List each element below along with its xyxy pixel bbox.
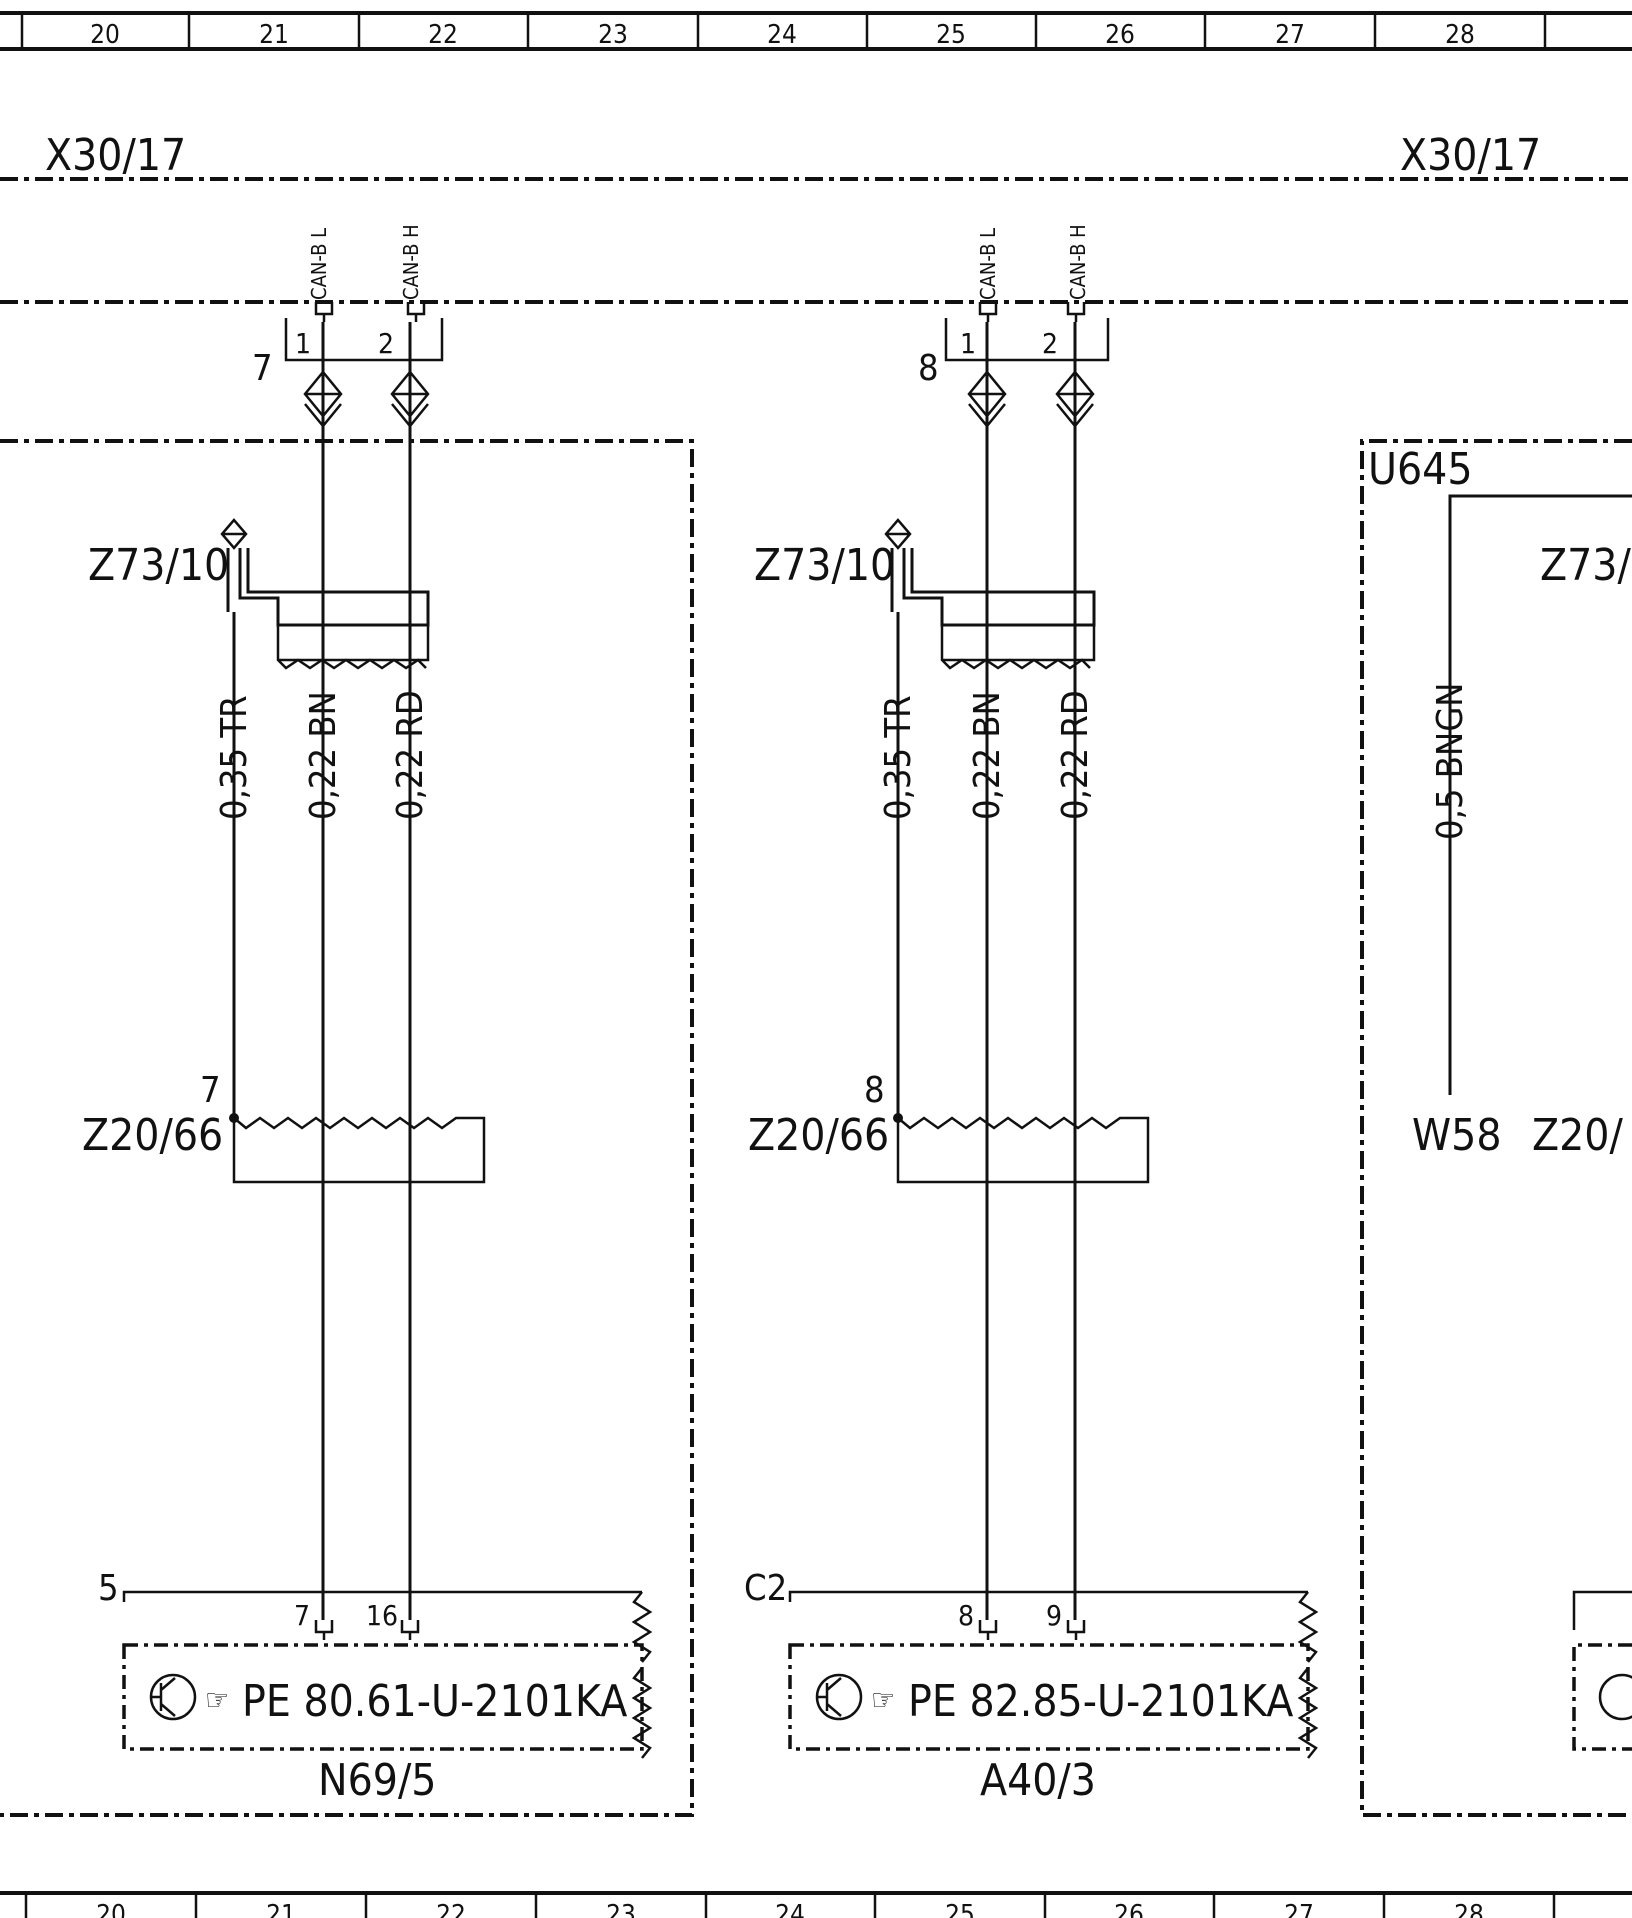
ruler-top-23: 23 <box>598 20 628 50</box>
ruler-bottom-25: 25 <box>945 1900 975 1918</box>
can-b-l-label: CAN-B L <box>307 228 331 300</box>
ruler-bottom-27: 27 <box>1284 1900 1314 1918</box>
ruler-bottom-21: 21 <box>266 1900 296 1918</box>
ruler-top-26: 26 <box>1105 20 1135 50</box>
module-connector: 5 <box>98 1568 119 1609</box>
module-reference: PE 82.85-U-2101KA <box>908 1676 1293 1727</box>
ruler-top-24: 24 <box>767 20 797 50</box>
splice-z20-66: Z20/66 <box>748 1110 889 1161</box>
ruler-bottom-20: 20 <box>96 1900 126 1918</box>
pin-1-label: 1 <box>960 327 976 360</box>
connector-number: 8 <box>918 348 939 389</box>
bus-label-left: X30/17 <box>45 130 186 181</box>
box-label-u645: U645 <box>1368 444 1473 495</box>
wire-rd-label: 0,22 RD <box>1055 690 1096 820</box>
pointing-hand-icon: ☞ <box>871 1683 895 1718</box>
wire-bngn-label: 0,5 BNGN <box>1430 682 1471 840</box>
connector-number: 7 <box>252 348 273 389</box>
module-id-a40-3: A40/3 <box>980 1755 1096 1806</box>
module-id-n69-5: N69/5 <box>318 1755 437 1806</box>
splice-number: 8 <box>864 1070 885 1111</box>
ruler-bottom-28: 28 <box>1454 1900 1484 1918</box>
wire-rd-label: 0,22 RD <box>390 690 431 820</box>
bottom-ruler: 20 21 22 23 24 25 26 27 28 <box>0 1891 1632 1918</box>
splice-z20-66: Z20/66 <box>82 1110 223 1161</box>
can-b-h-label: CAN-B H <box>399 224 423 300</box>
module-connector: C2 <box>744 1568 787 1609</box>
splice-z73-partial: Z73/ <box>1540 540 1631 591</box>
branch-n69-5: CAN-B L CAN-B H 1 2 7 Z73/10 0,35 TR 0,2… <box>0 224 694 1817</box>
ruler-top-21: 21 <box>259 20 289 50</box>
pin-b-label: 16 <box>366 1599 398 1632</box>
transistor-icon <box>149 1673 197 1721</box>
can-b-l-label: CAN-B L <box>976 228 1000 300</box>
ruler-bottom-26: 26 <box>1114 1900 1144 1918</box>
ruler-bottom-22: 22 <box>436 1900 466 1918</box>
splice-z73-10: Z73/10 <box>754 540 895 591</box>
pin-b-label: 9 <box>1046 1599 1062 1632</box>
pin-a-label: 7 <box>294 1599 310 1632</box>
splice-z20-partial: Z20/ <box>1532 1110 1623 1161</box>
pin-1-label: 1 <box>295 327 311 360</box>
wire-tr-label: 0,35 TR <box>214 695 255 820</box>
ruler-top-28: 28 <box>1445 20 1475 50</box>
bus-label-right: X30/17 <box>1400 130 1541 181</box>
pin-2-label: 2 <box>378 327 394 360</box>
ruler-bottom-24: 24 <box>775 1900 805 1918</box>
ruler-bottom-23: 23 <box>606 1900 636 1918</box>
branch-u645: U645 Z73/ 0,5 BNGN W58 Z20/ <box>1360 439 1632 1817</box>
ruler-top-27: 27 <box>1275 20 1305 50</box>
wire-tr-label: 0,35 TR <box>878 695 919 820</box>
bus-x30-17: X30/17 X30/17 <box>0 130 1632 304</box>
module-reference: PE 80.61-U-2101KA <box>242 1676 627 1727</box>
pin-2-label: 2 <box>1042 327 1058 360</box>
w58-label: W58 <box>1412 1110 1502 1161</box>
splice-number: 7 <box>200 1070 221 1111</box>
pointing-hand-icon: ☞ <box>205 1683 229 1718</box>
wire-bn-label: 0,22 BN <box>967 691 1008 820</box>
can-b-h-label: CAN-B H <box>1066 224 1090 300</box>
wire-bn-label: 0,22 BN <box>303 691 344 820</box>
splice-z73-10: Z73/10 <box>88 540 229 591</box>
top-ruler: 20 21 22 23 24 25 26 27 28 <box>0 11 1632 51</box>
ruler-top-22: 22 <box>428 20 458 50</box>
branch-a40-3: CAN-B L CAN-B H 1 2 8 Z73/10 0,35 TR 0,2… <box>744 224 1319 1806</box>
ruler-top-25: 25 <box>936 20 966 50</box>
ruler-top-20: 20 <box>90 20 120 50</box>
transistor-icon <box>815 1673 863 1721</box>
pin-a-label: 8 <box>958 1599 974 1632</box>
